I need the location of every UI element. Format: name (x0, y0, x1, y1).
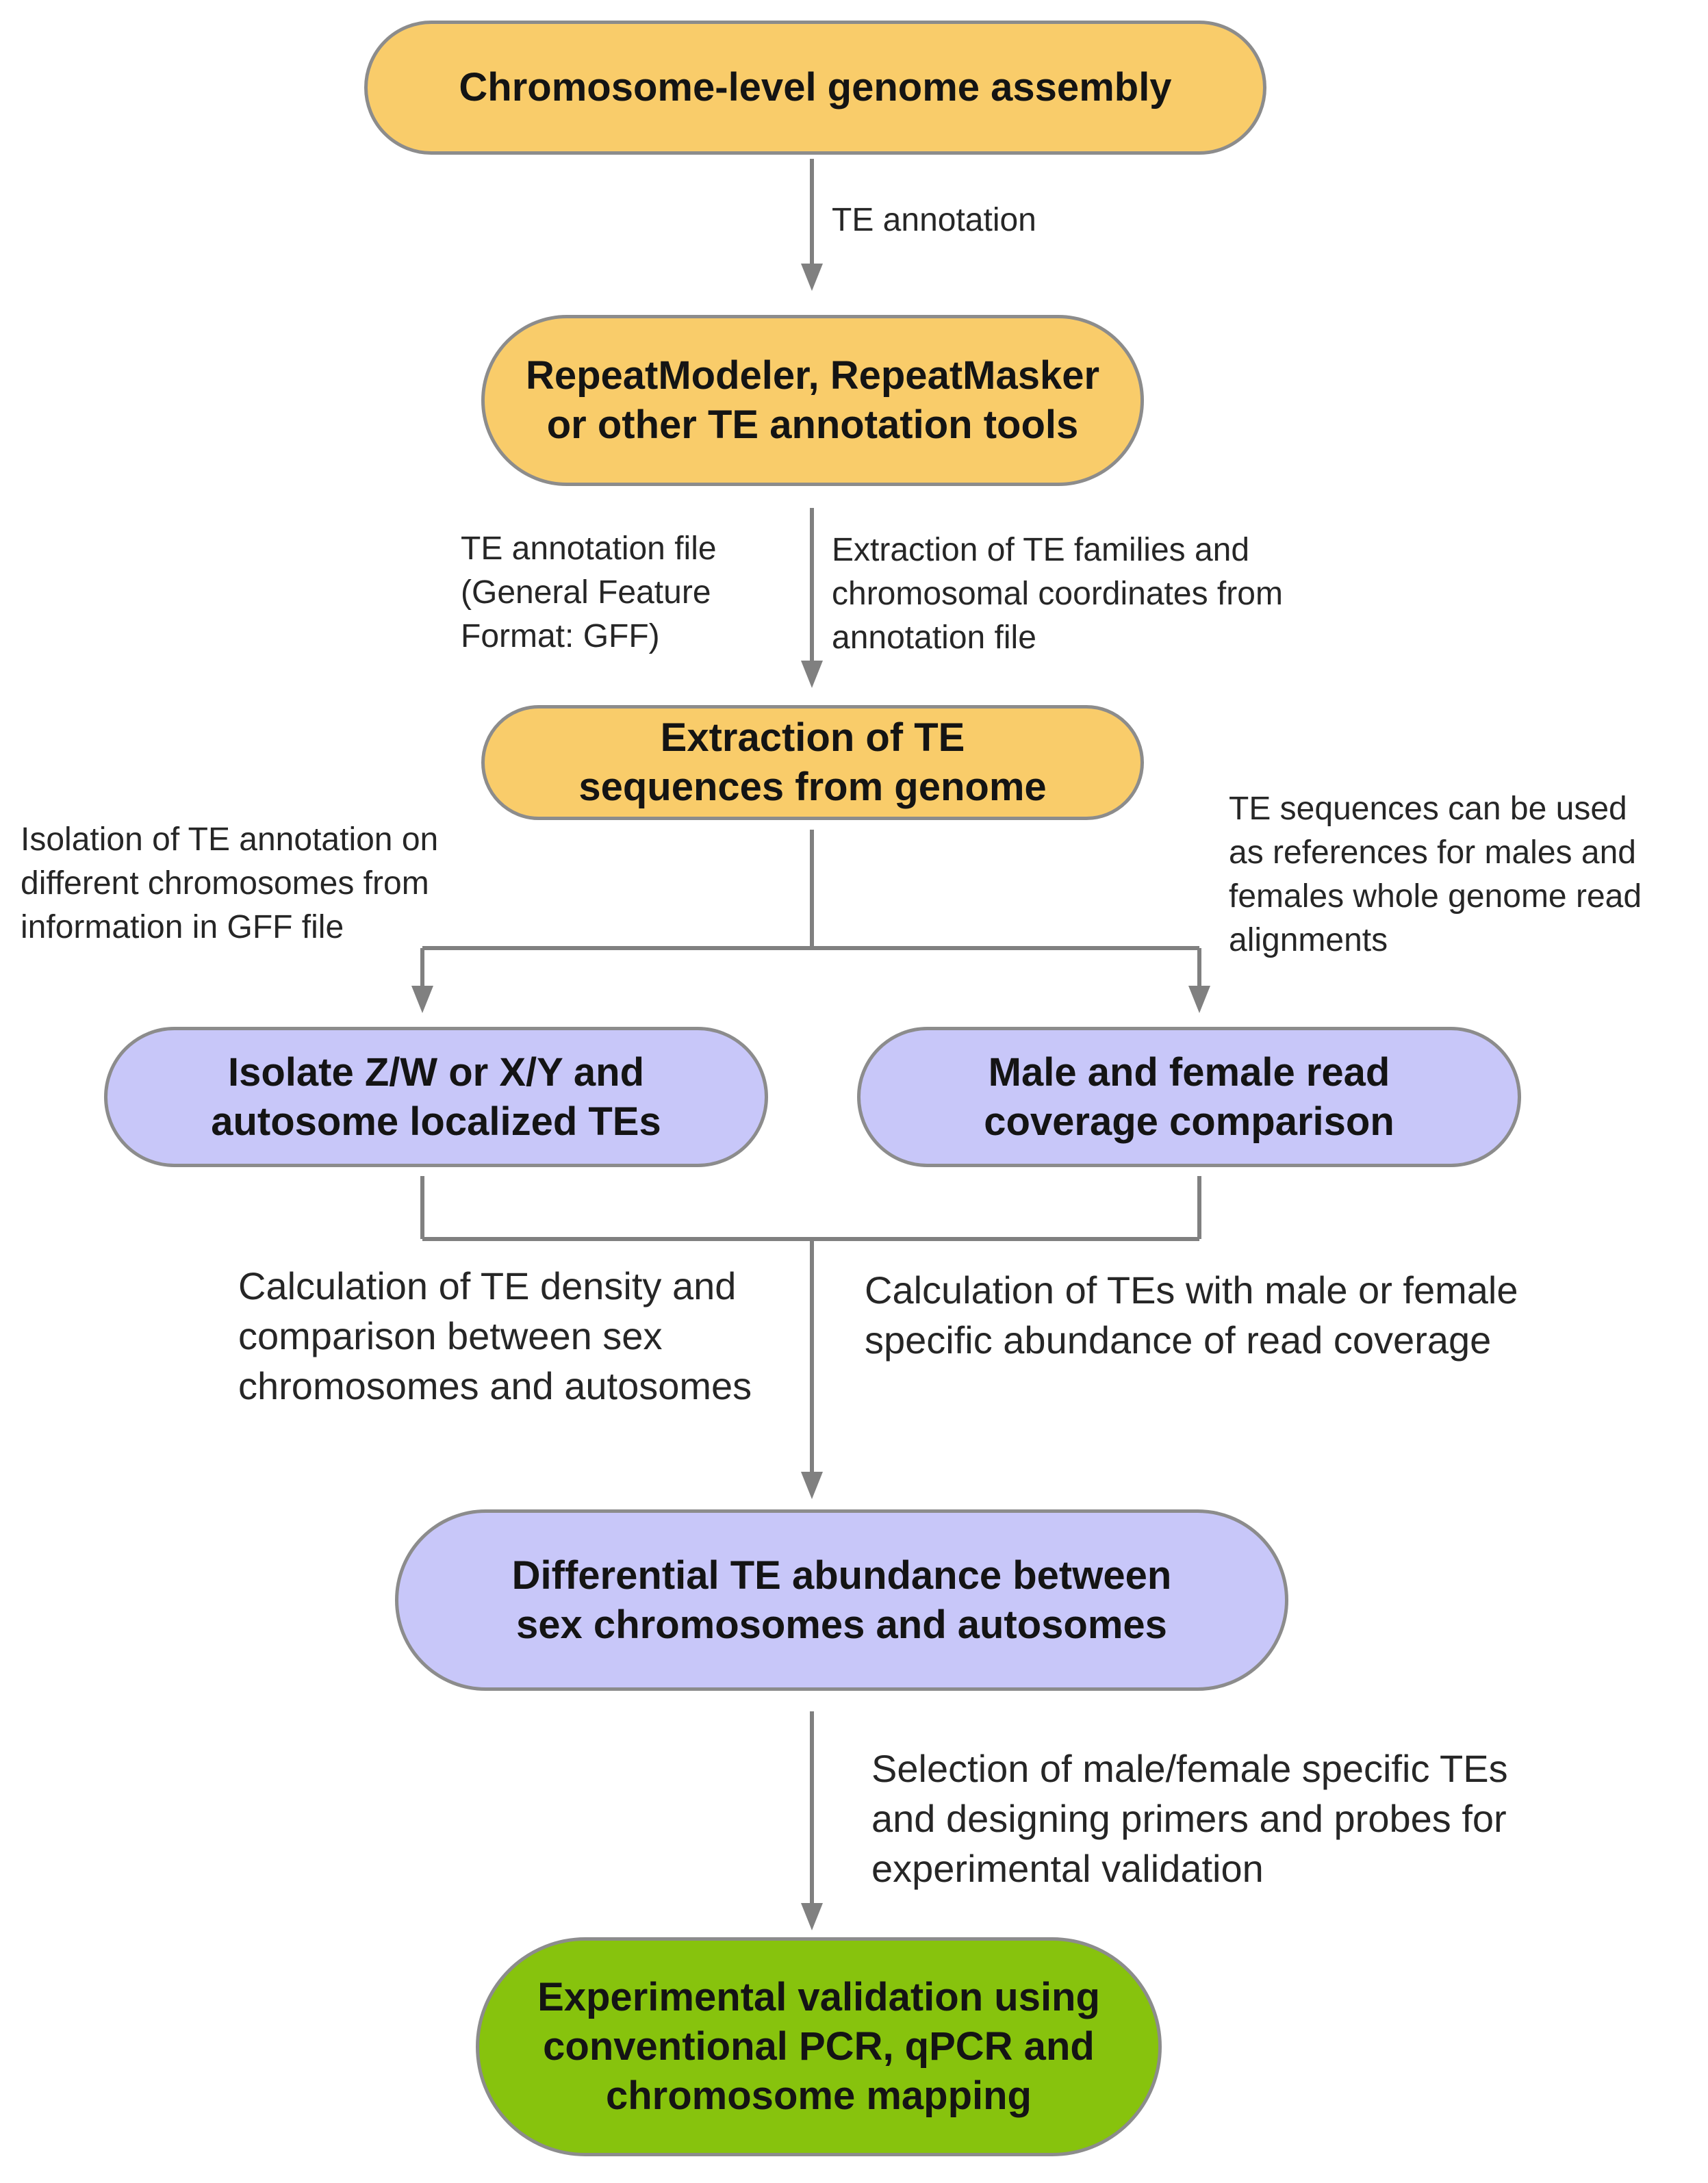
node-te-extraction: Extraction of TE sequences from genome (481, 705, 1144, 820)
label-extraction-families: Extraction of TE families and chromosoma… (832, 532, 1283, 656)
node-isolate-localized-tes: Isolate Z/W or X/Y and autosome localize… (104, 1027, 768, 1167)
arrowhead-coverage (1188, 986, 1210, 1013)
node-experimental-validation: Experimental validation using convention… (476, 1937, 1162, 2156)
arrowhead-validation (801, 1903, 823, 1930)
arrowhead-isolate (411, 986, 433, 1013)
label-isolation-gff: Isolation of TE annotation on different … (21, 821, 439, 945)
node-read-coverage-comparison: Male and female read coverage comparison (857, 1027, 1521, 1167)
node-differential-abundance: Differential TE abundance between sex ch… (395, 1509, 1288, 1691)
node-annotation-tools: RepeatModeler, RepeatMasker or other TE … (481, 315, 1144, 486)
label-te-references: TE sequences can be used as references f… (1229, 791, 1642, 958)
label-primer-selection: Selection of male/female specific TEs an… (871, 1747, 1508, 1890)
arrowhead-differential (801, 1472, 823, 1499)
node-genome-assembly: Chromosome-level genome assembly (364, 21, 1266, 155)
label-annotation-file: TE annotation file (General Feature Form… (461, 531, 717, 654)
label-te-annotation: TE annotation (832, 202, 1036, 238)
label-te-density: Calculation of TE density and comparison… (238, 1264, 752, 1407)
arrowhead-tools (801, 264, 823, 291)
label-specific-abundance: Calculation of TEs with male or female s… (865, 1268, 1518, 1362)
arrowhead-extraction (801, 661, 823, 688)
